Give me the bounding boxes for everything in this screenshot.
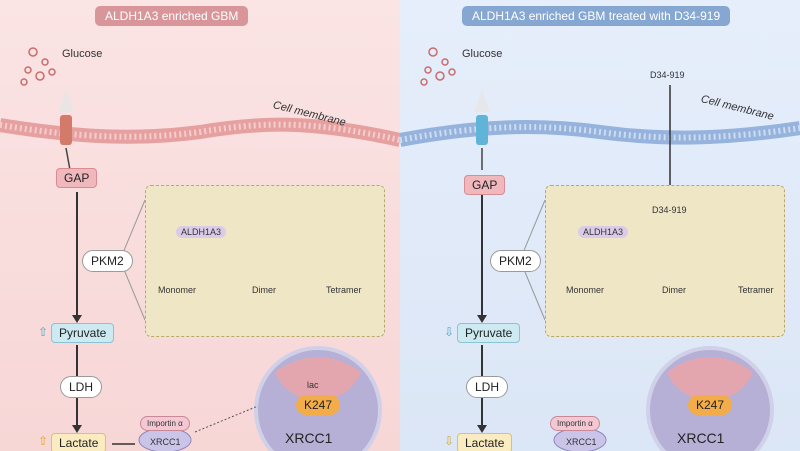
glucose-label: Glucose xyxy=(462,48,503,60)
gap-box: GAP xyxy=(464,175,506,195)
importin-label: Importin α xyxy=(550,416,600,431)
dimer-label: Dimer xyxy=(662,285,686,295)
aldh1a3-label: ALDH1A3 xyxy=(578,226,629,238)
glucose-molecules-icon xyxy=(420,47,456,86)
importin-label: Importin α xyxy=(140,416,190,431)
tetramer-label: Tetramer xyxy=(326,285,362,295)
glucose-molecules-icon xyxy=(20,47,56,86)
glucose-transporter-icon xyxy=(476,115,488,145)
arrow-transporter-to-gap xyxy=(65,147,71,171)
glucose-label: Glucose xyxy=(62,48,103,60)
lactate-increase-icon: ⇧ xyxy=(38,434,49,448)
monomer-label: Monomer xyxy=(158,285,197,295)
ldh-label: LDH xyxy=(466,376,509,398)
dimer-label: Dimer xyxy=(252,285,276,295)
pkm2-label: PKM2 xyxy=(490,250,541,272)
lactate-box: Lactate xyxy=(457,433,513,451)
drug-label-inner: D34-919 xyxy=(652,205,687,215)
glucose-transporter-icon xyxy=(60,115,72,145)
xrcc1-small-label: XRCC1 xyxy=(150,437,181,447)
xrcc1-label: XRCC1 xyxy=(285,430,333,446)
xrcc1-small-label: XRCC1 xyxy=(566,437,597,447)
gap-box: GAP xyxy=(56,168,98,188)
pkm2-inset xyxy=(145,185,385,337)
lactate-box: Lactate xyxy=(51,433,107,451)
pkm2-label: PKM2 xyxy=(82,250,133,272)
k247-label: K247 xyxy=(688,395,733,415)
drug-label-top: D34-919 xyxy=(650,70,685,80)
left-panel: ALDH1A3 enriched GBM Glucose Cell membra… xyxy=(0,0,400,451)
lactate-decrease-icon: ⇩ xyxy=(444,434,455,448)
monomer-label: Monomer xyxy=(566,285,605,295)
ldh-label: LDH xyxy=(60,376,103,398)
pyruvate-box: Pyruvate xyxy=(457,323,521,343)
pkm2-inset xyxy=(545,185,785,337)
panel-title: ALDH1A3 enriched GBM treated with D34-91… xyxy=(462,6,731,26)
lac-label: lac xyxy=(307,380,319,390)
pyruvate-increase-icon: ⇧ xyxy=(38,325,49,339)
aldh1a3-label: ALDH1A3 xyxy=(176,226,227,238)
k247-label: K247 xyxy=(296,395,341,415)
pyruvate-decrease-icon: ⇩ xyxy=(444,325,455,339)
tetramer-label: Tetramer xyxy=(738,285,774,295)
right-panel: ALDH1A3 enriched GBM treated with D34-91… xyxy=(400,0,800,451)
panel-title: ALDH1A3 enriched GBM xyxy=(95,6,249,26)
pyruvate-box: Pyruvate xyxy=(51,323,115,343)
xrcc1-label: XRCC1 xyxy=(677,430,725,446)
